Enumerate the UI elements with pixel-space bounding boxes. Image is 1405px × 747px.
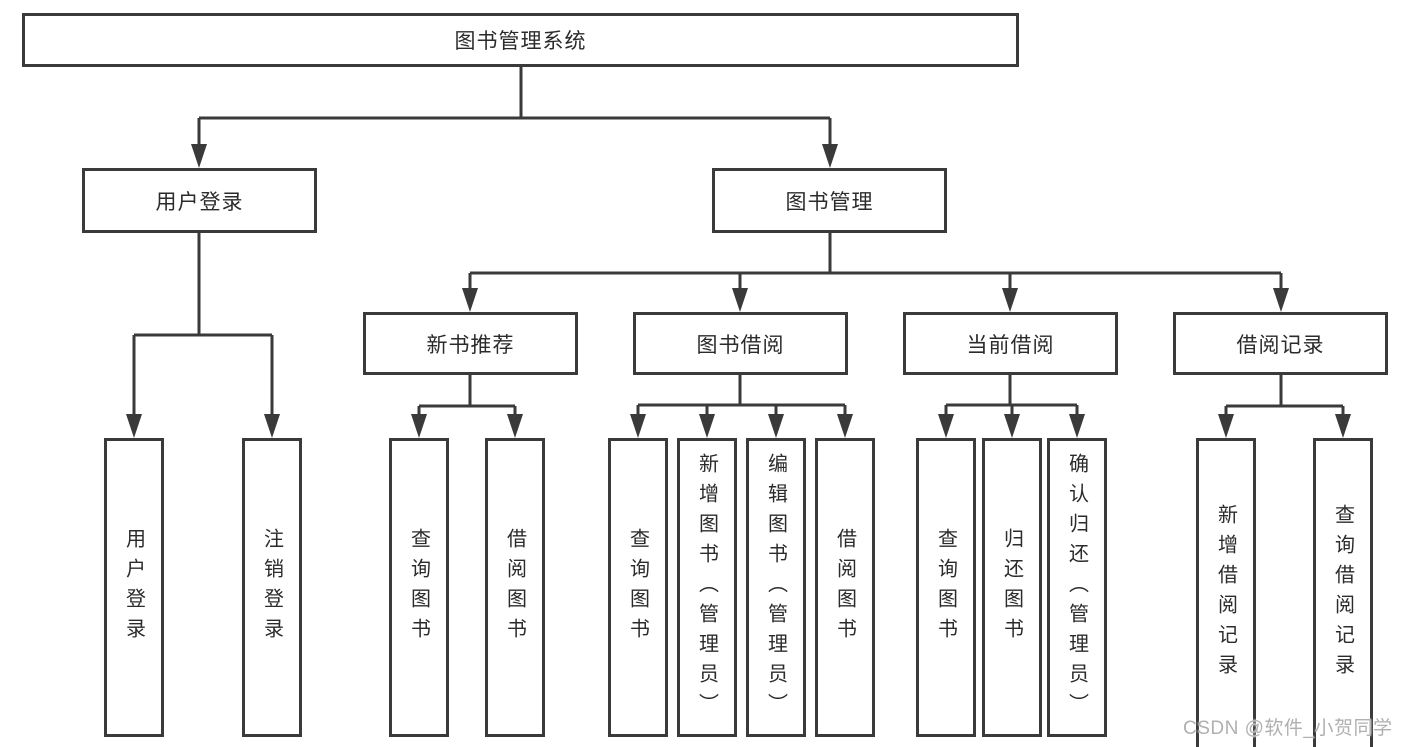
leaf-user-login: 用户登录 <box>104 438 164 737</box>
leaf-newbooks-query: 查询图书 <box>389 438 449 737</box>
leaf-current-query: 查询图书 <box>916 438 976 737</box>
node-current-borrow: 当前借阅 <box>903 312 1118 375</box>
node-new-book-recommend: 新书推荐 <box>363 312 578 375</box>
leaf-current-return: 归还图书 <box>982 438 1042 737</box>
watermark-text: CSDN @软件_小贺同学 <box>1183 718 1393 739</box>
leaf-borrow-query: 查询图书 <box>608 438 668 737</box>
node-root: 图书管理系统 <box>22 13 1019 67</box>
leaf-newbooks-borrow: 借阅图书 <box>485 438 545 737</box>
arrowheads <box>126 144 1351 438</box>
node-book-borrow: 图书借阅 <box>633 312 848 375</box>
leaf-logout: 注销登录 <box>242 438 302 737</box>
node-book-management: 图书管理 <box>712 168 947 233</box>
leaf-borrow-add-admin: 新增图书（管理员） <box>677 438 737 737</box>
leaf-borrow-edit-admin: 编辑图书（管理员） <box>746 438 806 737</box>
node-user-login: 用户登录 <box>82 168 317 233</box>
leaf-records-query: 查询借阅记录 <box>1313 438 1373 747</box>
leaf-current-confirm-admin: 确认归还（管理员） <box>1047 438 1107 737</box>
node-borrow-records: 借阅记录 <box>1173 312 1388 375</box>
leaf-records-add: 新增借阅记录 <box>1196 438 1256 747</box>
leaf-borrow-borrow: 借阅图书 <box>815 438 875 737</box>
